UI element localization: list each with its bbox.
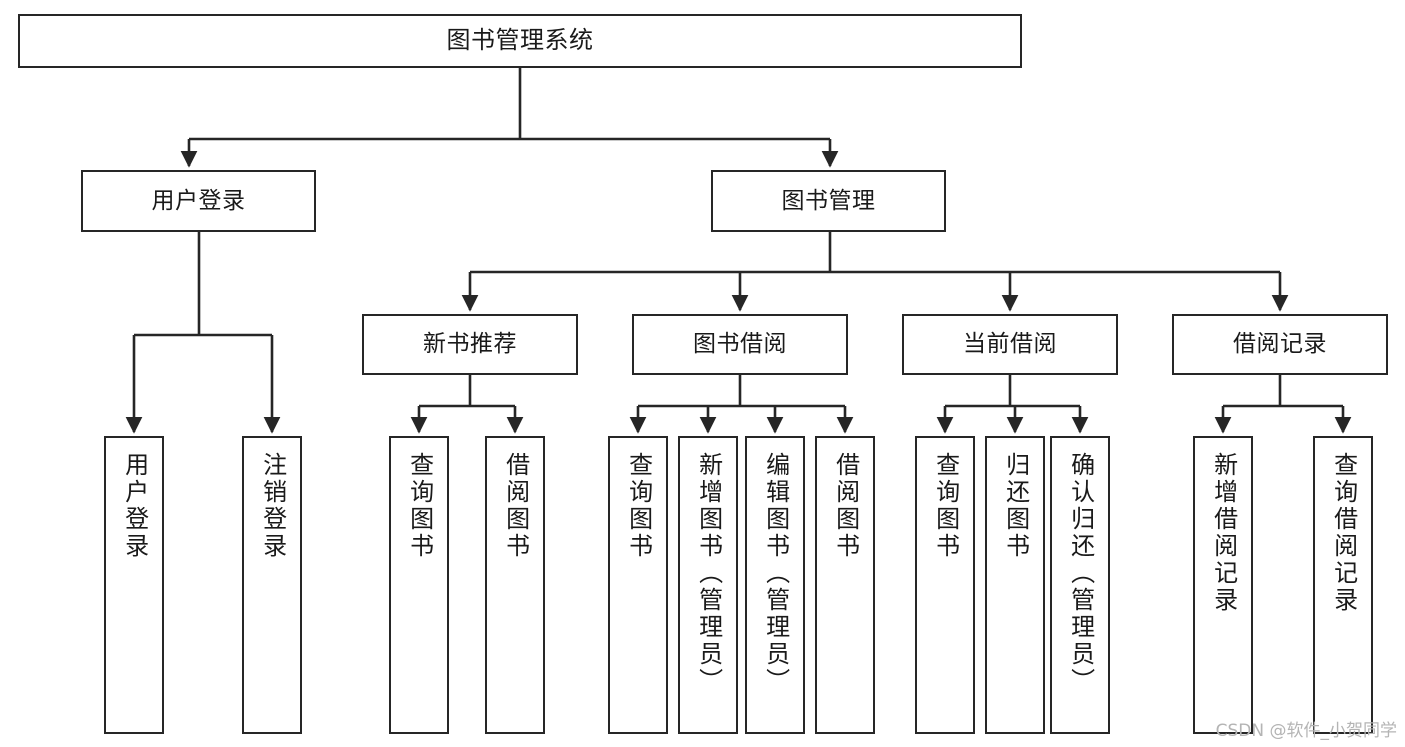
node-label: 借阅图书: [501, 452, 530, 560]
node-root-book-management-system[interactable]: 图书管理系统: [18, 14, 1022, 68]
leaf-book-borrow-query-books[interactable]: 查询图书: [608, 436, 668, 734]
leaf-borrow-record-query-record[interactable]: 查询借阅记录: [1313, 436, 1373, 734]
leaf-current-borrow-return-books[interactable]: 归还图书: [985, 436, 1045, 734]
node-book-borrowing[interactable]: 图书借阅: [632, 314, 848, 375]
node-label: 图书管理系统: [446, 26, 594, 55]
node-current-borrowing[interactable]: 当前借阅: [902, 314, 1118, 375]
node-label: 借阅记录: [1233, 331, 1327, 358]
node-new-book-recommendation[interactable]: 新书推荐: [362, 314, 578, 375]
node-label: 查询借阅记录: [1329, 452, 1358, 614]
leaf-current-borrow-query-books[interactable]: 查询图书: [915, 436, 975, 734]
node-label: 图书管理: [781, 187, 876, 214]
node-label: 用户登录: [120, 452, 149, 560]
leaf-book-borrow-edit-book-admin[interactable]: 编辑图书（管理员）: [745, 436, 805, 734]
leaf-user-login-logout[interactable]: 注销登录: [242, 436, 302, 734]
node-label: 查询图书: [405, 452, 434, 560]
leaf-new-book-query-books[interactable]: 查询图书: [389, 436, 449, 734]
node-label: 图书借阅: [693, 331, 787, 358]
node-book-management[interactable]: 图书管理: [711, 170, 946, 232]
leaf-user-login-login[interactable]: 用户登录: [104, 436, 164, 734]
node-label: 当前借阅: [963, 331, 1057, 358]
watermark-text: CSDN @软件_小贺同学: [1215, 721, 1397, 741]
leaf-book-borrow-borrow-books[interactable]: 借阅图书: [815, 436, 875, 734]
node-label: 借阅图书: [831, 452, 860, 560]
node-label: 用户登录: [151, 187, 246, 214]
node-label: 新增图书（管理员）: [694, 452, 723, 695]
node-label: 归还图书: [1001, 452, 1030, 560]
node-borrowing-record[interactable]: 借阅记录: [1172, 314, 1388, 375]
leaf-book-borrow-add-book-admin[interactable]: 新增图书（管理员）: [678, 436, 738, 734]
node-label: 确认归还（管理员）: [1066, 452, 1095, 695]
leaf-current-borrow-confirm-return-admin[interactable]: 确认归还（管理员）: [1050, 436, 1110, 734]
node-label: 注销登录: [258, 452, 287, 560]
node-label: 查询图书: [624, 452, 653, 560]
node-label: 新增借阅记录: [1209, 452, 1238, 614]
node-label: 新书推荐: [423, 331, 517, 358]
node-label: 查询图书: [931, 452, 960, 560]
node-label: 编辑图书（管理员）: [761, 452, 790, 695]
node-user-login[interactable]: 用户登录: [81, 170, 316, 232]
leaf-borrow-record-add-record[interactable]: 新增借阅记录: [1193, 436, 1253, 734]
leaf-new-book-borrow-books[interactable]: 借阅图书: [485, 436, 545, 734]
